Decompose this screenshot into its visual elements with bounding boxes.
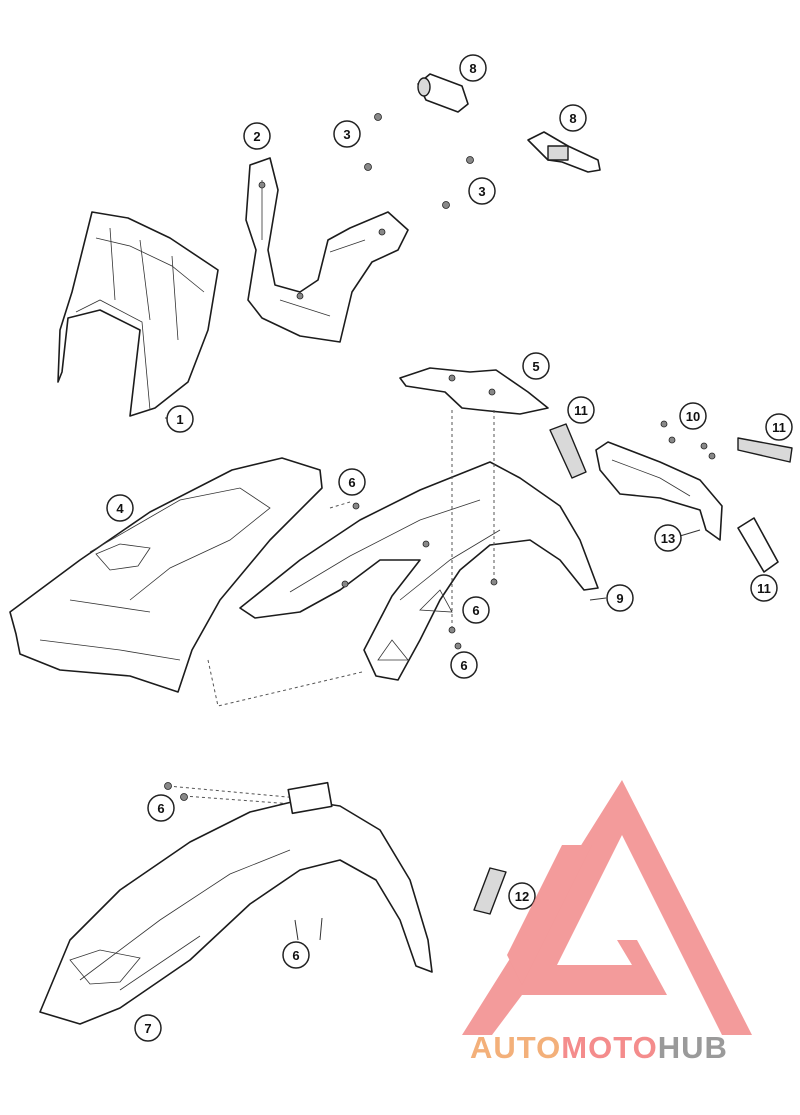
watermark-text: AUTOMOTOHUB (470, 1030, 795, 1066)
part-rear-fairing (9, 457, 323, 693)
part-clamp-8a (417, 73, 469, 113)
callout-3b: 3 (468, 177, 496, 205)
part-front-fender (39, 781, 433, 1025)
watermark-auto: AUTO (470, 1030, 562, 1065)
callout-12: 12 (508, 882, 536, 910)
svg-text:3: 3 (478, 184, 485, 199)
svg-text:6: 6 (157, 801, 164, 816)
callout-8b: 8 (559, 104, 587, 132)
part-headlight-mask (57, 211, 219, 417)
part-screws-10 (660, 420, 716, 460)
part-headlight-bracket (245, 157, 409, 343)
part-reflector-11b (737, 437, 793, 463)
svg-text:11: 11 (772, 420, 786, 435)
callout-6b: 6 (462, 596, 490, 624)
callout-3a: 3 (333, 120, 361, 148)
callout-10: 10 (679, 402, 707, 430)
svg-text:7: 7 (144, 1021, 151, 1036)
part-sticker-12 (473, 867, 507, 915)
part-reflector-11c (737, 517, 779, 573)
svg-text:11: 11 (574, 403, 588, 418)
svg-text:11: 11 (757, 581, 771, 596)
svg-text:6: 6 (348, 475, 355, 490)
svg-text:13: 13 (661, 531, 675, 546)
callout-6d: 6 (147, 794, 175, 822)
callout-8a: 8 (459, 54, 487, 82)
part-bolts-6 (164, 502, 498, 941)
svg-text:6: 6 (292, 948, 299, 963)
svg-text:8: 8 (569, 111, 576, 126)
callout-13: 13 (654, 524, 682, 552)
svg-text:1: 1 (176, 412, 183, 427)
callout-2: 2 (243, 122, 271, 150)
callout-5: 5 (522, 352, 550, 380)
part-screws-3 (364, 113, 474, 209)
part-clamp-8b (527, 131, 601, 173)
svg-text:8: 8 (469, 61, 476, 76)
svg-text:2: 2 (253, 129, 260, 144)
watermark-moto: MOTO (561, 1030, 658, 1065)
svg-text:9: 9 (616, 591, 623, 606)
svg-text:6: 6 (472, 603, 479, 618)
callout-6c: 6 (450, 651, 478, 679)
callout-1: 1 (166, 405, 194, 433)
part-license-holder (595, 441, 723, 541)
watermark-logo (462, 780, 752, 1035)
svg-text:4: 4 (116, 501, 124, 516)
callout-11c: 11 (750, 574, 778, 602)
callout-6a: 6 (338, 468, 366, 496)
callout-11b: 11 (765, 413, 793, 441)
part-reflector-11a (549, 423, 587, 479)
svg-text:5: 5 (532, 359, 539, 374)
callout-6e: 6 (282, 941, 310, 969)
svg-text:10: 10 (686, 409, 700, 424)
svg-text:3: 3 (343, 127, 350, 142)
assembly-lines (167, 410, 495, 807)
callout-9: 9 (606, 584, 634, 612)
svg-text:12: 12 (515, 889, 529, 904)
part-rear-bracket (399, 367, 549, 415)
callout-4: 4 (106, 494, 134, 522)
watermark-hub: HUB (657, 1030, 728, 1065)
callout-11a: 11 (567, 396, 595, 424)
part-subframe (239, 461, 599, 681)
callout-7: 7 (134, 1014, 162, 1042)
svg-text:6: 6 (460, 658, 467, 673)
